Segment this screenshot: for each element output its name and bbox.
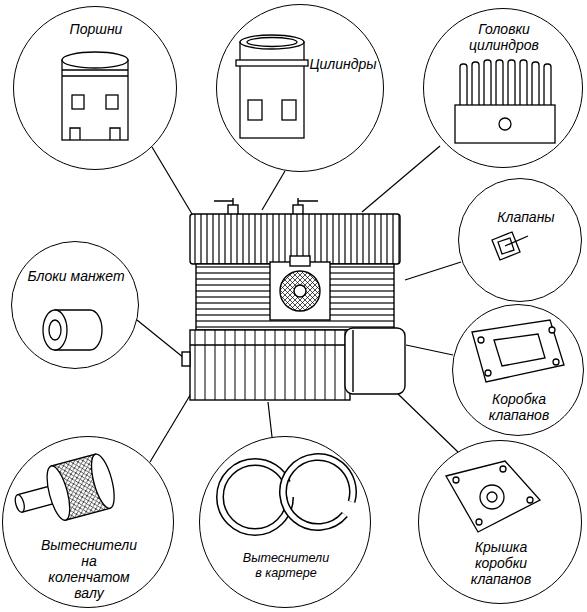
callout-circle: Вытеснители на коленчатом валу	[2, 436, 174, 608]
part-label: Поршни	[46, 21, 146, 37]
callout-circle: Коробка клапанов	[452, 304, 584, 436]
cylinder-sketch	[236, 35, 308, 138]
callout-circle: Крышка коробки клапанов	[418, 440, 582, 604]
part-label: Коробка клапанов	[477, 391, 561, 423]
piston-sketch	[62, 52, 128, 140]
callout-circle: Блоки манжет	[11, 241, 139, 369]
seal-sketch	[43, 310, 102, 350]
part-label: Цилиндры	[306, 56, 380, 72]
cylinder-head-sketch	[455, 60, 555, 143]
crankshaft-displacer-sketch	[9, 452, 119, 532]
callout-circle: Поршни	[13, 6, 177, 170]
valve-box-sketch	[472, 320, 564, 382]
valve-sketch	[492, 232, 528, 260]
part-label: Блоки манжет	[24, 268, 128, 284]
callout-circle: Цилиндры	[216, 4, 384, 172]
callout-circle: Головки цилиндров	[423, 8, 583, 168]
engine	[182, 198, 405, 400]
valve-box-cover-sketch	[446, 461, 540, 532]
part-label: Крышка коробки клапанов	[451, 539, 551, 587]
part-label: Головки цилиндров	[459, 21, 549, 53]
part-label: Клапаны	[491, 209, 561, 225]
callout-circle: Клапаны	[458, 178, 582, 302]
crankcase-displacer-sketch	[220, 443, 367, 542]
callout-circle: Вытеснители в картере	[199, 436, 371, 608]
leader-lines	[137, 146, 461, 462]
part-label: Вытеснители в картере	[240, 551, 332, 581]
part-label: Вытеснители на коленчатом валу	[39, 537, 139, 601]
